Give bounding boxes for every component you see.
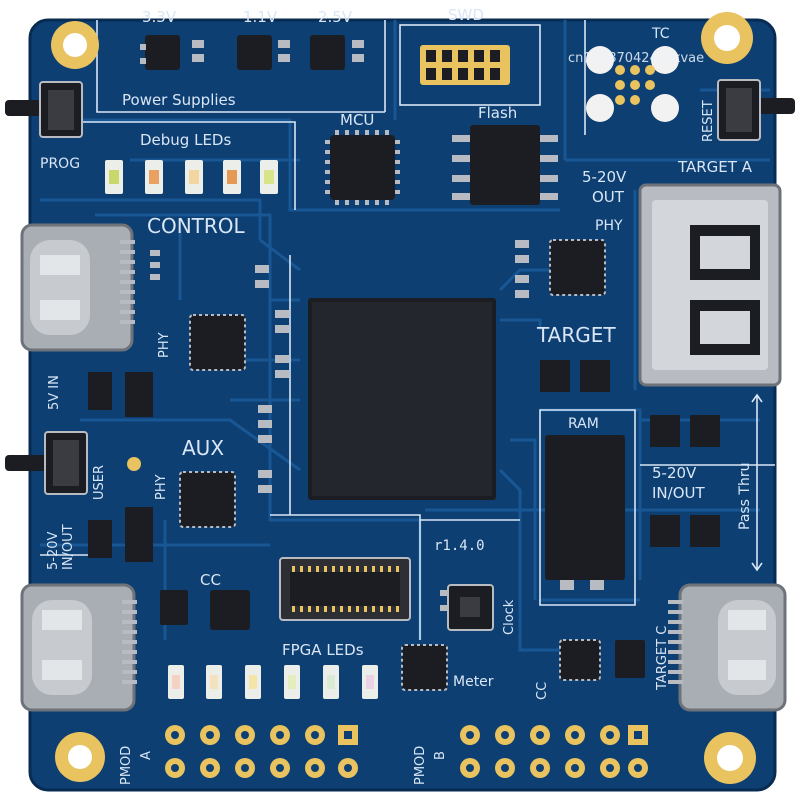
mezzanine-connector xyxy=(279,557,411,621)
debug-leds xyxy=(105,160,278,194)
label-5v-in: 5V IN xyxy=(47,375,62,410)
hdmi-connector-target-a xyxy=(638,183,782,387)
mounting-holes xyxy=(51,12,756,784)
watermark-text: cn1078704241zkvae xyxy=(568,51,704,66)
label-fpga-leds: FPGA LEDs xyxy=(282,641,364,659)
tag-connect-footprint xyxy=(586,46,679,122)
label-target: TARGET xyxy=(536,323,616,347)
label-pmod-b-letter: B xyxy=(433,751,448,760)
silkscreen-labels: 3.3V 1.1V 2.5V Power Supplies SWD TC PRO… xyxy=(40,6,753,785)
label-5-20v-left: 5-20V xyxy=(46,531,61,570)
label-target-a: TARGET A xyxy=(677,158,753,176)
label-out: OUT xyxy=(592,188,625,206)
label-ram: RAM xyxy=(568,416,599,432)
user-button xyxy=(5,431,88,495)
label-meter: Meter xyxy=(453,674,494,690)
label-power-supplies: Power Supplies xyxy=(122,91,236,109)
label-inout: IN/OUT xyxy=(652,484,705,502)
label-user: USER xyxy=(92,465,107,500)
label-phy-target: PHY xyxy=(595,218,623,234)
passive-components xyxy=(150,240,529,611)
fpga-leds xyxy=(168,665,378,699)
label-mcu: MCU xyxy=(340,111,374,129)
label-swd: SWD xyxy=(448,6,484,24)
power-supply-regulators xyxy=(140,35,364,70)
label-clock: Clock xyxy=(502,599,517,635)
label-inout-left: IN/OUT xyxy=(61,524,76,570)
silkscreen-outlines xyxy=(40,20,775,640)
swd-header xyxy=(420,45,510,85)
label-version: r1.4.0 xyxy=(434,538,485,554)
cc-chip-right xyxy=(559,639,645,681)
label-2v5: 2.5V xyxy=(318,8,353,26)
aux-phy-chip xyxy=(127,457,236,528)
label-phy-aux: PHY xyxy=(154,474,169,500)
pass-thru-arrow xyxy=(751,393,763,572)
target-phy-chip xyxy=(549,239,606,296)
label-1v1: 1.1V xyxy=(243,8,278,26)
flash-chip xyxy=(452,125,558,205)
label-target-c: TARGET C xyxy=(655,626,670,691)
label-tc: TC xyxy=(651,26,670,42)
usb-c-aux xyxy=(20,583,137,712)
label-prog: PROG xyxy=(40,156,80,172)
label-pmod-a: PMOD xyxy=(119,746,134,785)
label-5-20v-out: 5-20V xyxy=(582,168,627,186)
label-phy-control: PHY xyxy=(157,332,172,358)
usb-c-target-c xyxy=(668,583,787,712)
label-pmod-b: PMOD xyxy=(413,746,428,785)
label-pmod-a-letter: A xyxy=(139,751,154,760)
label-aux: AUX xyxy=(182,436,224,460)
meter-chip xyxy=(401,644,448,691)
label-debug-leds: Debug LEDs xyxy=(140,131,231,149)
label-5-20v-inout: 5-20V xyxy=(652,464,697,482)
clock-oscillator xyxy=(447,584,494,631)
label-cc-right: CC xyxy=(535,682,550,700)
ram-chip xyxy=(545,435,625,590)
label-reset: RESET xyxy=(701,100,716,142)
label-3v3: 3.3V xyxy=(142,8,177,26)
control-phy-chip xyxy=(189,314,246,371)
target-mosfets xyxy=(540,360,720,547)
cc-chip-left xyxy=(160,590,250,630)
prog-button xyxy=(5,81,83,138)
mcu-chip xyxy=(325,130,400,205)
label-control: CONTROL xyxy=(147,214,246,238)
label-flash: Flash xyxy=(478,104,517,122)
fpga-chip xyxy=(308,298,496,500)
label-pass-thru: Pass Thru xyxy=(737,463,753,530)
reset-button xyxy=(717,79,795,141)
usb-c-control xyxy=(20,223,135,352)
label-cc-left: CC xyxy=(200,571,221,589)
power-in-transistors xyxy=(88,372,153,562)
